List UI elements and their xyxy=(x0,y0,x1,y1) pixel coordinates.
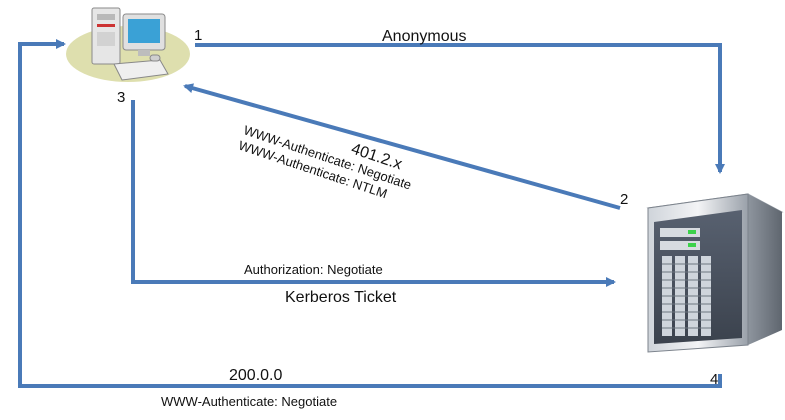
label-authorization-negotiate: Authorization: Negotiate xyxy=(244,262,383,277)
arrow-200-response xyxy=(18,39,722,388)
server-tower-icon xyxy=(646,193,784,353)
step-number-1: 1 xyxy=(194,27,203,44)
step-number-2: 2 xyxy=(620,191,629,208)
arrow-401-challenge xyxy=(183,83,621,210)
label-anonymous: Anonymous xyxy=(382,28,467,45)
label-200: 200.0.0 xyxy=(229,367,283,384)
label-kerberos-ticket: Kerberos Ticket xyxy=(285,289,397,306)
step-number-4: 4 xyxy=(710,371,719,388)
label-www-auth-negotiate-bottom: WWW-Authenticate: Negotiate xyxy=(161,394,338,409)
step-number-3: 3 xyxy=(117,89,126,106)
arrow-anonymous-request xyxy=(195,43,725,174)
client-computer-icon xyxy=(66,7,190,82)
arrow-authorization xyxy=(131,100,616,287)
